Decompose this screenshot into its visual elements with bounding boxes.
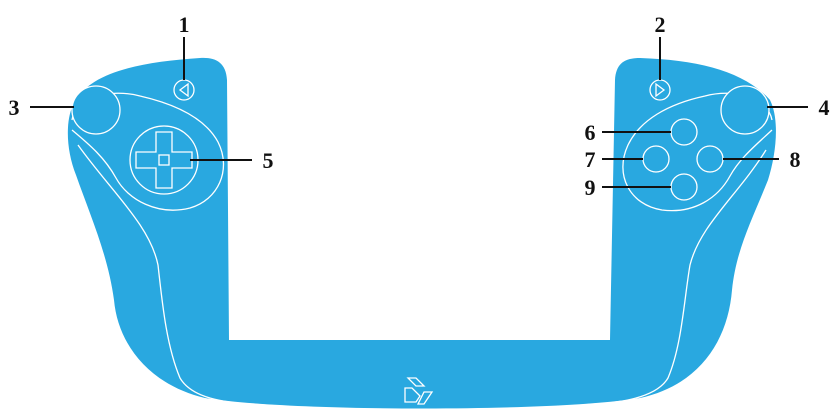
right-button-well bbox=[622, 92, 773, 212]
left-grip-contour bbox=[77, 144, 251, 405]
callout-8: 8 bbox=[790, 147, 801, 172]
face-button-left[interactable] bbox=[642, 145, 670, 173]
face-button-right[interactable] bbox=[696, 145, 724, 173]
controller-body bbox=[67, 57, 776, 411]
triangle-left-icon bbox=[178, 82, 189, 98]
callout-3: 3 bbox=[9, 95, 20, 120]
dpad-center bbox=[158, 154, 170, 166]
face-button-bottom[interactable] bbox=[670, 173, 698, 201]
callout-7: 7 bbox=[585, 147, 596, 172]
controller-outer-shell bbox=[67, 57, 776, 409]
right-grip-contour bbox=[594, 149, 767, 405]
triangle-right-icon bbox=[655, 82, 666, 98]
callout-1: 1 bbox=[179, 12, 190, 37]
callout-4: 4 bbox=[819, 95, 830, 120]
face-button-top[interactable] bbox=[670, 118, 698, 146]
callout-2: 2 bbox=[655, 12, 666, 37]
logo-icon bbox=[404, 377, 434, 405]
dpad[interactable] bbox=[129, 125, 199, 195]
bottom-edge-contour bbox=[249, 403, 596, 411]
callout-9: 9 bbox=[585, 175, 596, 200]
callout-6: 6 bbox=[585, 120, 596, 145]
start-button[interactable] bbox=[649, 79, 671, 101]
left-big-button[interactable] bbox=[71, 85, 121, 135]
dpad-cross bbox=[135, 131, 193, 189]
select-button[interactable] bbox=[173, 79, 195, 101]
callout-5: 5 bbox=[263, 148, 274, 173]
right-big-button[interactable] bbox=[720, 85, 770, 135]
left-dpad-well bbox=[71, 92, 225, 211]
